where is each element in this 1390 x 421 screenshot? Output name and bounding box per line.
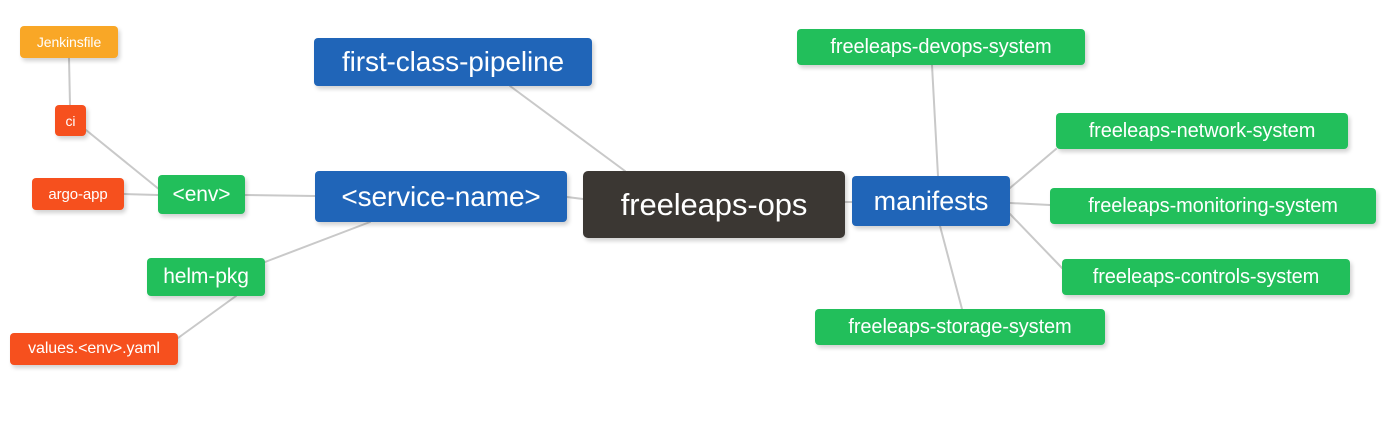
edge-helm-pkg-to-service-name [264,221,371,263]
edge-service-name-to-freeleaps-ops [566,196,584,200]
node-label: values.<env>.yaml [28,340,160,357]
node-first-class-pipeline[interactable]: first-class-pipeline [314,38,592,86]
node-label: argo-app [48,185,108,203]
edge-manifests-to-freeleaps-controls-system [1009,213,1063,269]
node-freeleaps-devops-system[interactable]: freeleaps-devops-system [797,29,1085,65]
node-helm-pkg[interactable]: helm-pkg [147,258,265,296]
edge-first-class-pipeline-to-freeleaps-ops [509,85,626,172]
node-label: freeleaps-controls-system [1092,265,1320,288]
edge-jenkinsfile-to-ci [68,57,71,106]
edge-values-yaml-to-helm-pkg [177,295,237,339]
node-service-name[interactable]: <service-name> [315,171,567,222]
node-freeleaps-monitoring-system[interactable]: freeleaps-monitoring-system [1050,188,1376,224]
node-label: freeleaps-storage-system [848,315,1072,338]
node-freeleaps-controls-system[interactable]: freeleaps-controls-system [1062,259,1350,295]
node-label: freeleaps-devops-system [830,35,1052,58]
edge-manifests-to-freeleaps-storage-system [939,225,963,310]
node-label: freeleaps-monitoring-system [1088,194,1338,217]
node-freeleaps-storage-system[interactable]: freeleaps-storage-system [815,309,1105,345]
node-label: <service-name> [341,180,541,212]
edge-manifests-to-freeleaps-monitoring-system [1009,202,1051,206]
edge-argo-app-to-env [123,193,159,196]
node-label: helm-pkg [163,265,249,288]
node-values-yaml[interactable]: values.<env>.yaml [10,333,178,365]
node-label: freeleaps-network-system [1088,119,1316,142]
edge-manifests-to-freeleaps-network-system [1009,148,1057,189]
node-jenkinsfile[interactable]: Jenkinsfile [20,26,118,58]
node-label: freeleaps-ops [620,186,808,222]
node-freeleaps-ops[interactable]: freeleaps-ops [583,171,845,238]
node-label: first-class-pipeline [341,46,565,77]
node-label: <env> [172,182,231,206]
edge-manifests-to-freeleaps-devops-system [931,64,939,177]
edge-env-to-service-name [244,194,316,197]
node-ci[interactable]: ci [55,105,86,136]
node-label: manifests [873,185,989,216]
node-env[interactable]: <env> [158,175,245,214]
node-manifests[interactable]: manifests [852,176,1010,226]
node-label: ci [65,112,76,129]
node-argo-app[interactable]: argo-app [32,178,124,210]
node-freeleaps-network-system[interactable]: freeleaps-network-system [1056,113,1348,149]
edge-ci-to-env [85,129,161,191]
node-label: Jenkinsfile [36,34,102,50]
